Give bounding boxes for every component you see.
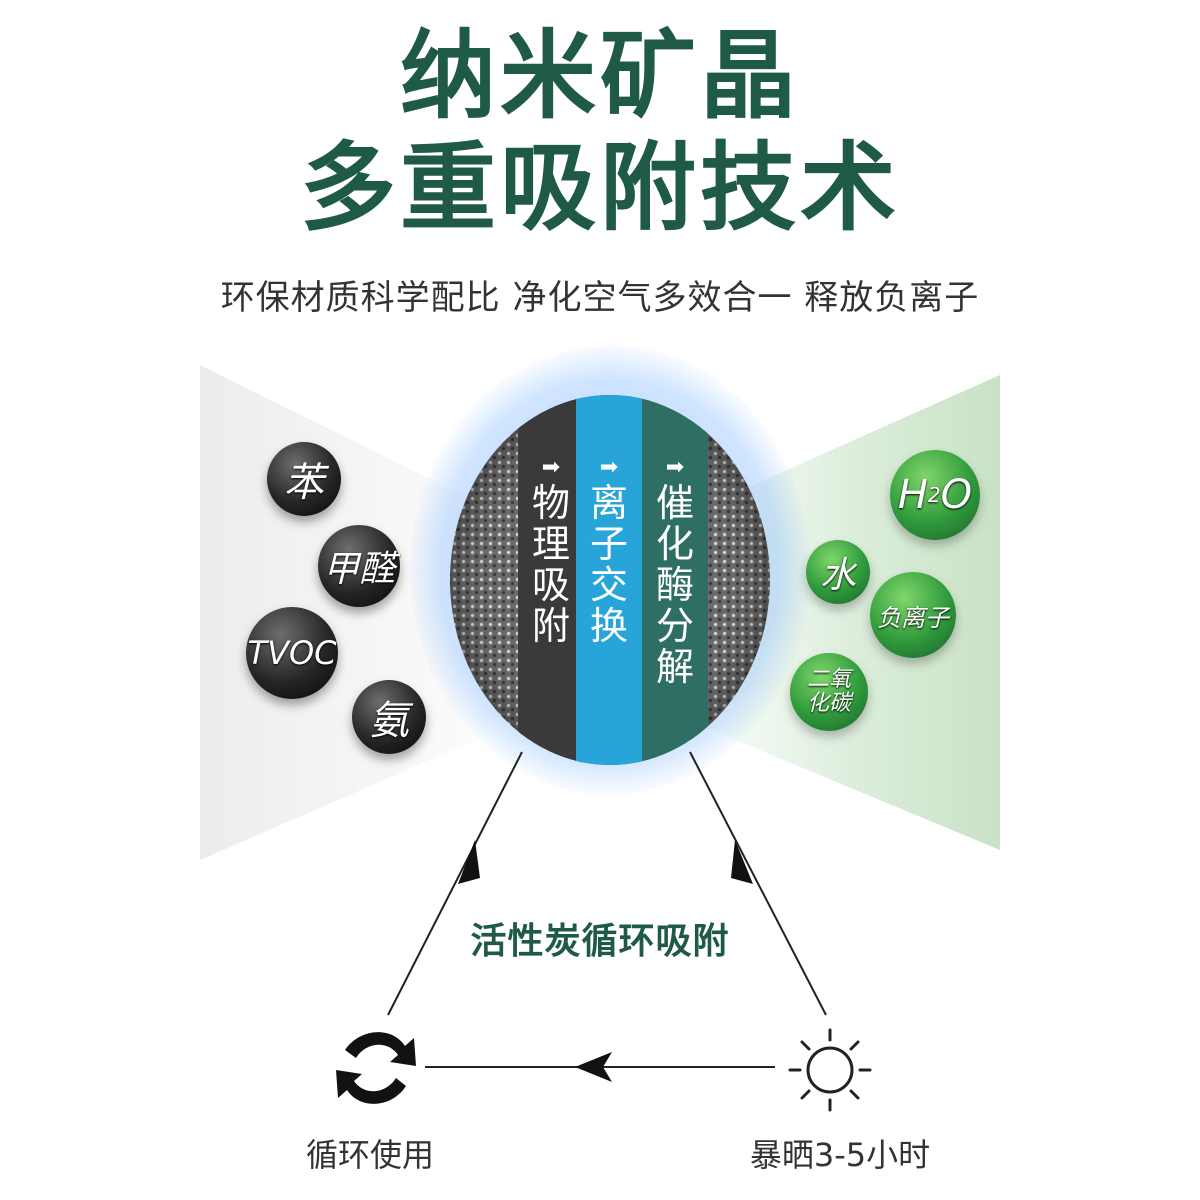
band-physical-adsorption: ➡ 物理吸附	[518, 395, 584, 765]
cycle-line-left	[387, 751, 523, 1016]
arrow-right-icon: ➡	[541, 455, 561, 480]
output-negative-ion: 负离子	[870, 572, 956, 658]
subtitle: 环保材质科学配比 净化空气多效合一 释放负离子	[220, 278, 980, 318]
output-water: 水	[806, 540, 870, 604]
title-line-1: 纳米矿晶	[400, 20, 800, 132]
band-label: 离子交换	[589, 481, 628, 649]
arrow-up-left-icon	[458, 840, 480, 884]
pollutant-ammonia: 氨	[352, 680, 426, 754]
sun-exposure-label: 暴晒3-5小时	[749, 1136, 931, 1174]
band-label: 物理吸附	[531, 481, 570, 649]
arrow-left-icon	[575, 1052, 612, 1082]
pollutant-benzene: 苯	[267, 442, 341, 516]
cycle-title: 活性炭循环吸附	[470, 921, 730, 962]
arrow-right-icon: ➡	[665, 455, 685, 480]
sun-icon	[788, 1028, 872, 1112]
pollutant-tvoc: TVOC	[246, 607, 338, 699]
title-line-2: 多重吸附技术	[300, 132, 900, 244]
arrow-right-icon: ➡	[599, 455, 619, 480]
recycle-arrows-icon	[336, 1032, 416, 1104]
band-catalytic-decomposition: ➡ 催化酶分解	[642, 395, 708, 765]
cycle-line-right	[689, 751, 827, 1016]
output-co2: 二氧化碳	[790, 653, 868, 731]
pollutant-formaldehyde: 甲醛	[318, 525, 400, 607]
co2-line-2: 化碳	[806, 691, 851, 716]
h2o-h: H	[897, 472, 928, 518]
band-ion-exchange: ➡ 离子交换	[576, 395, 642, 765]
filter-disc: ➡ 物理吸附 ➡ 离子交换 ➡ 催化酶分解	[450, 395, 770, 765]
recycle-label: 循环使用	[305, 1136, 434, 1174]
arrow-up-right-icon	[731, 840, 753, 884]
band-label: 催化酶分解	[655, 481, 694, 690]
co2-line-1: 二氧	[806, 666, 851, 692]
h2o-subscript: 2	[927, 483, 941, 507]
h2o-o: O	[940, 472, 973, 518]
